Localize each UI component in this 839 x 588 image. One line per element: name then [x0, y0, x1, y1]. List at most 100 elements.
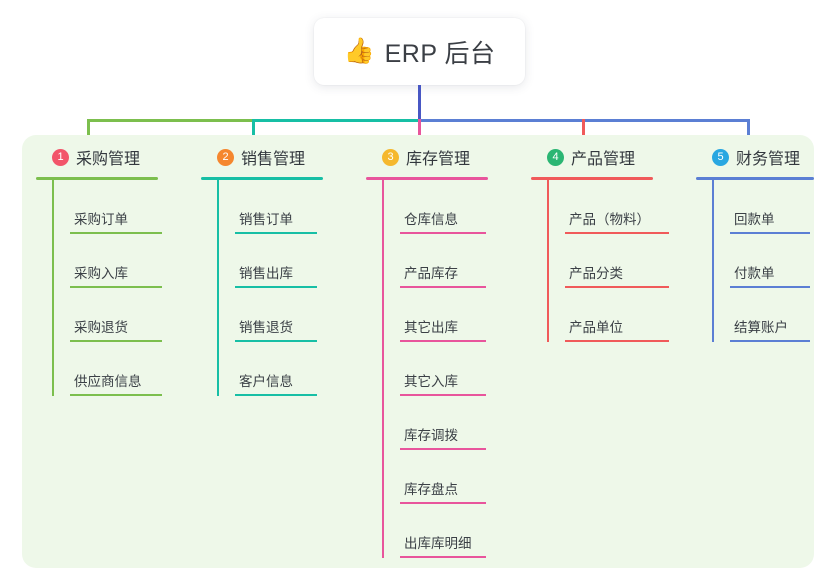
branch-title: 产品管理 [571, 151, 636, 168]
bus-segment [253, 119, 420, 122]
leaf-node[interactable]: 库存盘点 [400, 450, 488, 504]
branch-number-badge: 1 [52, 148, 69, 166]
leaf-node[interactable]: 客户信息 [235, 342, 323, 396]
leaf-node[interactable]: 出库库明细 [400, 504, 488, 558]
leaf-node[interactable]: 采购退货 [70, 288, 162, 342]
branch-underline [201, 177, 323, 180]
leaf-label: 其它入库 [404, 374, 458, 389]
leaf-underline [70, 340, 162, 342]
leaf-node[interactable]: 回款单 [730, 180, 814, 234]
branch-column-3: 3 库存管理仓库信息产品库存其它出库其它入库库存调拨库存盘点出库库明细 [366, 143, 488, 558]
leaf-list: 产品（物料） 产品分类产品单位 [547, 180, 669, 342]
branch-spine [382, 180, 384, 558]
leaf-label: 付款单 [734, 266, 775, 281]
leaf-node[interactable]: 销售出库 [235, 234, 323, 288]
leaf-underline [565, 340, 669, 342]
branch-header[interactable]: 2 销售管理 [201, 143, 323, 171]
branch-title: 财务管理 [736, 151, 801, 168]
leaf-underline [400, 394, 486, 396]
branch-title: 销售管理 [241, 151, 306, 168]
leaf-label: 客户信息 [239, 374, 293, 389]
branch-underline [366, 177, 488, 180]
leaf-node[interactable]: 仓库信息 [400, 180, 488, 234]
thumbs-up-icon: 👍 [343, 37, 375, 65]
branch-spine [52, 180, 54, 396]
leaf-underline [400, 556, 486, 558]
branch-spine [712, 180, 714, 342]
branch-title: 库存管理 [406, 151, 471, 168]
branch-spine [547, 180, 549, 342]
bus-segment [88, 119, 254, 122]
leaf-node[interactable]: 销售退货 [235, 288, 323, 342]
leaf-list: 销售订单销售出库销售退货客户信息 [217, 180, 323, 396]
leaf-label: 销售订单 [239, 212, 293, 227]
leaf-underline [565, 286, 669, 288]
leaf-label: 供应商信息 [74, 374, 142, 389]
leaf-label: 销售退货 [239, 320, 293, 335]
leaf-label: 仓库信息 [404, 212, 458, 227]
leaf-underline [70, 286, 162, 288]
leaf-node[interactable]: 其它入库 [400, 342, 488, 396]
leaf-node[interactable]: 产品单位 [565, 288, 669, 342]
branch-header[interactable]: 4 产品管理 [531, 143, 654, 171]
leaf-node[interactable]: 销售订单 [235, 180, 323, 234]
leaf-underline [70, 394, 162, 396]
leaf-node[interactable]: 其它出库 [400, 288, 488, 342]
leaf-label: 结算账户 [734, 320, 788, 335]
leaf-label: 采购入库 [74, 266, 128, 281]
leaf-underline [400, 232, 486, 234]
root-title: ERP 后台 [384, 39, 496, 68]
leaf-label: 采购退货 [74, 320, 128, 335]
leaf-underline [730, 232, 810, 234]
leaf-label: 产品库存 [404, 266, 458, 281]
leaf-underline [400, 340, 486, 342]
leaf-label: 销售出库 [239, 266, 293, 281]
leaf-label: 采购订单 [74, 212, 128, 227]
leaf-underline [730, 286, 810, 288]
leaf-label: 库存调拨 [404, 428, 458, 443]
leaf-node[interactable]: 产品（物料） [565, 180, 669, 234]
leaf-underline [400, 448, 486, 450]
leaf-node[interactable]: 采购订单 [70, 180, 162, 234]
leaf-node[interactable]: 产品分类 [565, 234, 669, 288]
leaf-node[interactable]: 付款单 [730, 234, 814, 288]
branches-panel [22, 135, 814, 568]
leaf-label: 产品（物料） [569, 212, 650, 227]
branch-column-2: 2 销售管理销售订单销售出库销售退货客户信息 [201, 143, 323, 396]
leaf-node[interactable]: 产品库存 [400, 234, 488, 288]
leaf-underline [235, 340, 317, 342]
branch-underline [36, 177, 158, 180]
branch-spine [217, 180, 219, 396]
leaf-label: 其它出库 [404, 320, 458, 335]
leaf-label: 出库库明细 [404, 536, 472, 551]
leaf-list: 采购订单采购入库采购退货供应商信息 [52, 180, 162, 396]
root-node[interactable]: 👍 ERP 后台 [314, 18, 525, 85]
branch-underline [696, 177, 814, 180]
leaf-label: 产品单位 [569, 320, 623, 335]
leaf-label: 回款单 [734, 212, 775, 227]
branch-number-badge: 4 [547, 148, 564, 166]
branch-header[interactable]: 3 库存管理 [366, 143, 488, 171]
leaf-node[interactable]: 库存调拨 [400, 396, 488, 450]
leaf-underline [235, 286, 317, 288]
branch-underline [531, 177, 653, 180]
root-drop-line [418, 85, 421, 121]
leaf-underline [235, 394, 317, 396]
leaf-underline [235, 232, 317, 234]
leaf-underline [70, 232, 162, 234]
leaf-underline [565, 232, 669, 234]
leaf-node[interactable]: 结算账户 [730, 288, 814, 342]
leaf-list: 仓库信息产品库存其它出库其它入库库存调拨库存盘点出库库明细 [382, 180, 488, 558]
leaf-node[interactable]: 供应商信息 [70, 342, 162, 396]
leaf-underline [400, 286, 486, 288]
leaf-label: 产品分类 [569, 266, 623, 281]
leaf-node[interactable]: 采购入库 [70, 234, 162, 288]
branch-number-badge: 3 [382, 148, 399, 166]
branch-number-badge: 2 [217, 148, 234, 166]
leaf-label: 库存盘点 [404, 482, 458, 497]
